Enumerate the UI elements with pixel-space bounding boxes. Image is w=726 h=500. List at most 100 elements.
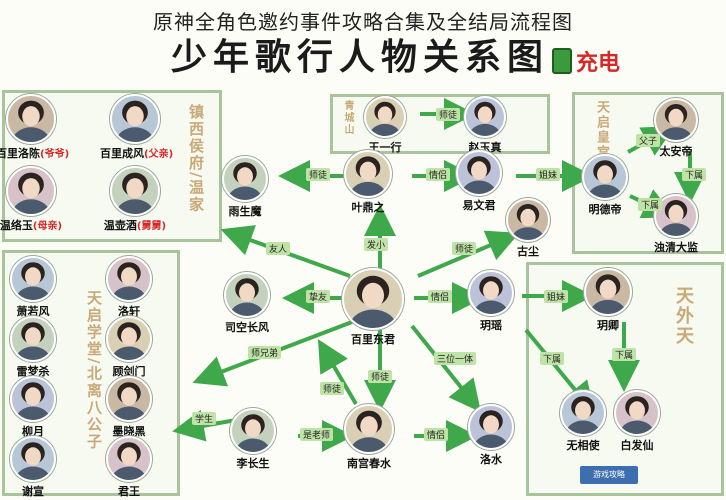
character-name-text: 谢宣 <box>22 485 44 498</box>
character-name: 百里成风(父亲) <box>100 145 174 161</box>
character-name: 李长生 <box>218 455 288 471</box>
portrait-avatar <box>464 96 506 138</box>
portrait-avatar <box>654 98 698 142</box>
group-label-palace: 天启皇宫 <box>594 100 609 160</box>
edge-label: 父子 <box>636 134 661 147</box>
portrait-avatar <box>344 404 394 454</box>
character-node: 洛轩 <box>94 256 164 319</box>
edge-label: 情侣 <box>426 168 451 181</box>
portrait-avatar <box>110 94 160 144</box>
portrait-avatar <box>456 150 502 196</box>
edge-label: 学生 <box>192 412 217 425</box>
person-icon <box>111 442 147 480</box>
character-name: 温络玉(母亲) <box>0 217 66 233</box>
portrait-avatar <box>364 96 406 138</box>
character-name: 洛轩 <box>94 303 164 319</box>
battery-icon <box>552 48 572 74</box>
person-icon <box>111 262 147 300</box>
edge-nangong-center <box>317 339 358 406</box>
edge-label: 师徒 <box>368 370 393 383</box>
portrait-avatar <box>224 272 270 318</box>
portrait-avatar <box>106 436 152 482</box>
character-node: 洛水 <box>456 404 526 467</box>
portrait-avatar <box>10 316 56 362</box>
person-icon <box>619 396 655 434</box>
character-name-text: 百里东君 <box>351 333 395 346</box>
character-name-text: 百里洛陈 <box>0 147 40 160</box>
character-name-text: 柳月 <box>22 425 44 438</box>
character-name: 雨生魔 <box>210 203 280 219</box>
character-name: 顾剑门 <box>94 363 164 379</box>
person-icon <box>15 442 51 480</box>
character-node: 太安帝 <box>641 98 711 159</box>
person-icon <box>473 410 509 448</box>
person-icon <box>11 100 51 142</box>
character-name-text: 萧若风 <box>16 305 50 318</box>
character-role: (爷爷) <box>40 149 70 160</box>
edge-label: 下属 <box>612 348 637 361</box>
character-role: (舅舅) <box>136 221 167 232</box>
portrait-avatar <box>582 154 628 200</box>
character-name: 谢宣 <box>0 483 68 499</box>
edge-label: 挚友 <box>306 290 331 303</box>
banner-title: 少年歌行人物关系图 <box>170 36 549 78</box>
character-node: 王一行 <box>350 96 420 155</box>
character-name-text: 玥瑶 <box>480 319 502 332</box>
character-name: 百里东君 <box>338 331 408 347</box>
character-name: 温壶酒(舅舅) <box>100 217 170 233</box>
edge-label: 师徒 <box>452 242 477 255</box>
character-name-text: 洛水 <box>480 453 502 466</box>
character-name: 无相使 <box>548 437 618 453</box>
person-icon <box>589 274 627 314</box>
character-name-text: 雨生魔 <box>228 205 262 218</box>
character-name-text: 百里成风 <box>100 147 144 160</box>
person-icon <box>511 204 545 240</box>
person-icon <box>349 156 387 196</box>
portrait-avatar <box>342 268 404 330</box>
character-node: 百里洛陈(爷爷) <box>0 94 70 161</box>
character-node: 玥卿 <box>573 268 643 333</box>
character-name-text: 顾剑门 <box>112 365 146 378</box>
person-icon <box>349 410 389 452</box>
character-name-text: 墨晓黑 <box>112 425 146 438</box>
character-name: 萧若风 <box>0 303 68 319</box>
character-node: 南宫春水 <box>334 404 404 471</box>
character-node: 白发仙 <box>602 390 672 453</box>
person-icon <box>115 100 155 142</box>
character-node: 古尘 <box>493 198 563 259</box>
edge-label: 情侣 <box>424 428 449 441</box>
character-node: 温壶酒(舅舅) <box>100 166 170 233</box>
person-icon <box>115 172 155 214</box>
group-label-west-left: 镇西侯府/温家 <box>187 104 205 214</box>
character-name: 洛水 <box>456 451 526 467</box>
edge-label: 师徒 <box>320 382 345 395</box>
edge-label: 姐妹 <box>544 290 569 303</box>
edge-label: 师兄弟 <box>248 346 282 359</box>
character-node: 百里成风(父亲) <box>100 94 174 161</box>
portrait-avatar <box>230 408 276 454</box>
character-name-text: 浊清大监 <box>654 241 698 254</box>
brand-badge: 充电 <box>552 44 638 78</box>
portrait-avatar <box>106 376 152 422</box>
person-icon <box>15 322 51 360</box>
banner: 少年歌行人物关系图 <box>140 28 580 80</box>
character-name-text: 白发仙 <box>620 439 654 452</box>
page-title: 原神全角色邀约事件攻略合集及全结局流程图 <box>153 10 573 34</box>
character-node: 赵玉真 <box>450 96 520 155</box>
character-name-text: 司空长风 <box>225 321 269 334</box>
edge-label: 下属 <box>682 168 707 181</box>
portrait-avatar <box>344 150 392 198</box>
edge-label: 友人 <box>266 242 291 255</box>
character-name: 君王 <box>94 483 164 499</box>
edge-center-luoshui <box>410 324 481 413</box>
person-icon <box>15 382 51 420</box>
person-icon <box>111 322 147 360</box>
portrait-avatar <box>614 390 660 436</box>
edge-label: 三位一体 <box>434 352 477 365</box>
edge-label: 发小 <box>364 238 389 251</box>
person-icon <box>659 104 693 140</box>
brand-text: 充电 <box>576 50 621 76</box>
character-name: 浊清大监 <box>641 239 711 255</box>
character-role: (父亲) <box>144 149 174 160</box>
character-name-text: 易文君 <box>462 199 496 212</box>
